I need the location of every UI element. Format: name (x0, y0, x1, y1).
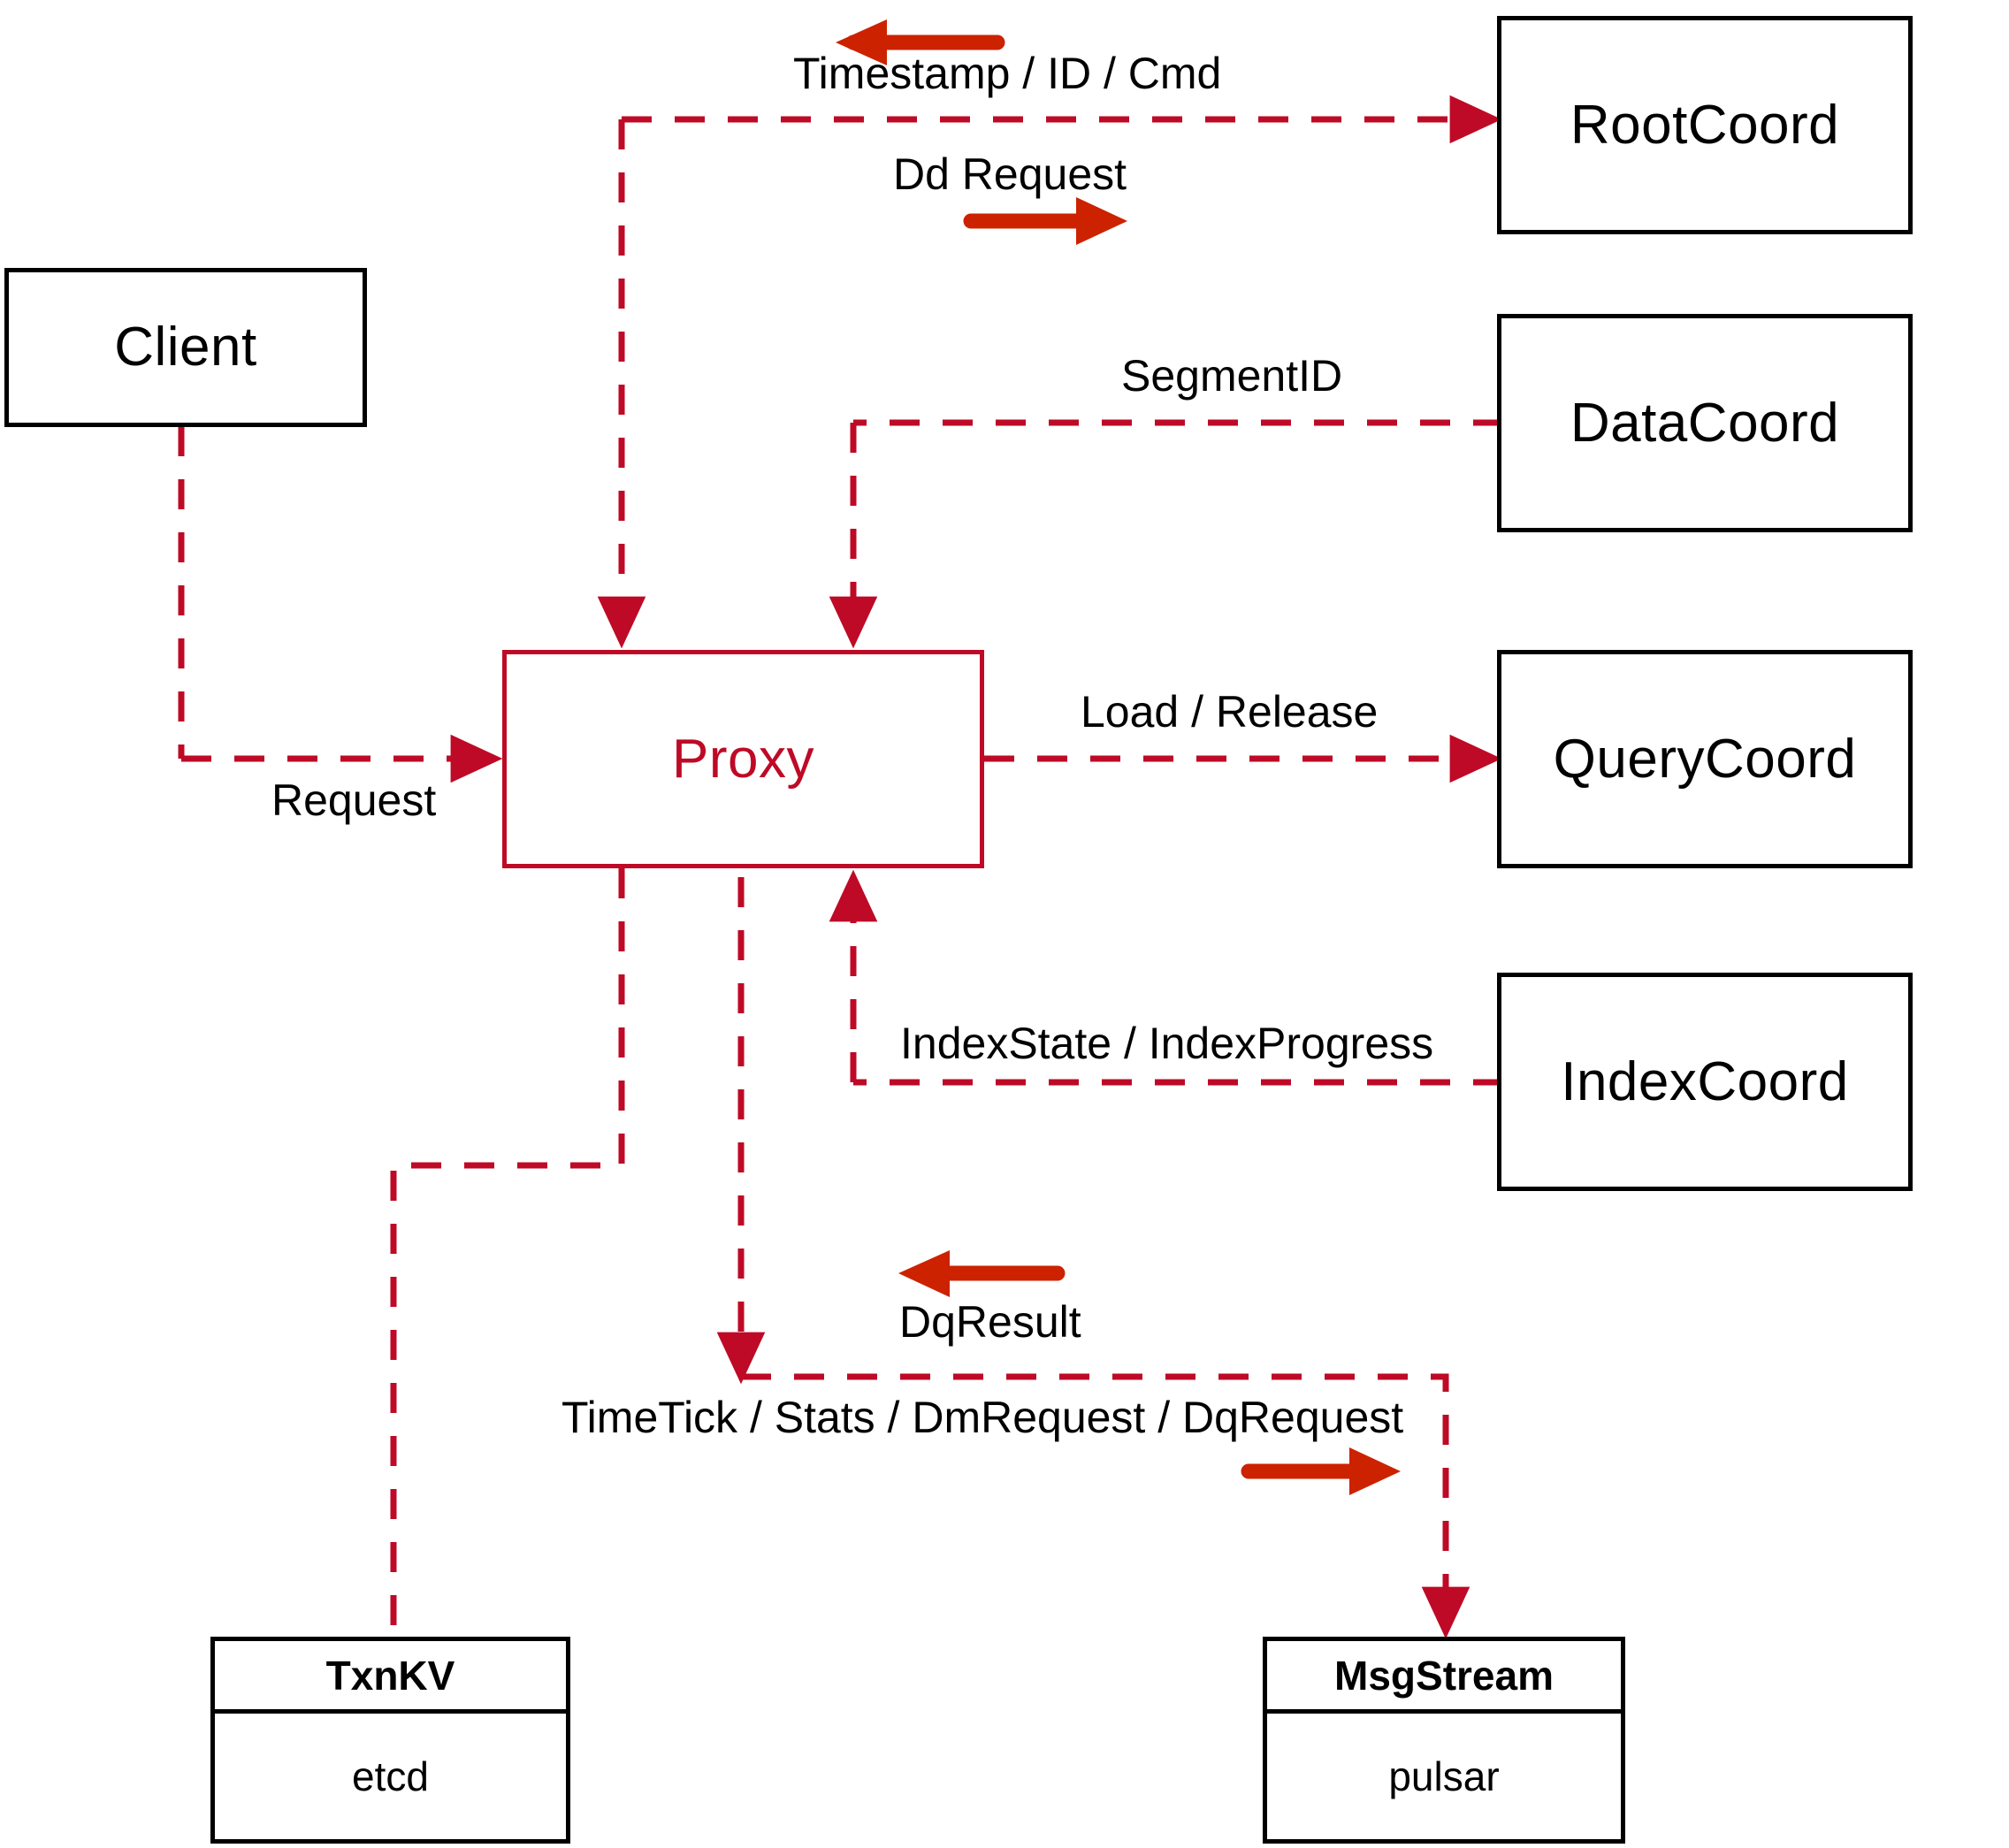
direction-arrow-timestamp-left (836, 19, 1005, 65)
edge-label-dq-result: DqResult (899, 1300, 1081, 1344)
edge-label-timestamp-id-cmd: Timestamp / ID / Cmd (793, 51, 1221, 95)
edge-label-timetick-stats-dm-dq: TimeTick / Stats / DmRequest / DqRequest (561, 1395, 1403, 1439)
node-msgstream-header: MsgStream (1267, 1641, 1621, 1714)
node-txnkv-header: TxnKV (215, 1641, 566, 1714)
edge-label-index-state-progress: IndexState / IndexProgress (900, 1021, 1433, 1065)
edge-label-dd-request-text: Dd Request (893, 149, 1127, 199)
node-querycoord-label: QueryCoord (1553, 728, 1857, 790)
node-client-label: Client (114, 317, 257, 378)
direction-arrow-dqrequest-right (1241, 1447, 1401, 1495)
edge-datacoord-proxy (829, 419, 1503, 649)
edge-label-timetick-stats-dm-dq-text: TimeTick / Stats / DmRequest / DqRequest (561, 1393, 1404, 1442)
edge-proxy-msgstream (716, 877, 1470, 1639)
edge-client-proxy (178, 426, 503, 783)
edge-label-index-state-progress-text: IndexState / IndexProgress (900, 1019, 1434, 1068)
node-txnkv-header-label: TxnKV (325, 1652, 455, 1699)
edge-proxy-rootcoord (597, 95, 1502, 649)
edge-label-dq-result-text: DqResult (899, 1297, 1081, 1347)
edge-label-segment-id-text: SegmentID (1121, 351, 1343, 401)
direction-arrow-ddrequest-right (963, 197, 1127, 245)
edge-label-load-release-text: Load / Release (1081, 687, 1379, 737)
direction-arrow-dqresult-left (898, 1250, 1066, 1297)
edge-label-dd-request: Dd Request (893, 152, 1127, 196)
node-client[interactable]: Client (4, 268, 367, 427)
node-datacoord[interactable]: DataCoord (1497, 314, 1913, 532)
edge-label-request-text: Request (271, 775, 437, 825)
node-msgstream-header-label: MsgStream (1334, 1652, 1554, 1699)
node-msgstream-body-label: pulsar (1388, 1753, 1500, 1799)
node-txnkv-body-label: etcd (352, 1753, 429, 1799)
node-rootcoord-label: RootCoord (1570, 94, 1840, 156)
node-proxy[interactable]: Proxy (502, 650, 984, 868)
edge-label-timestamp-id-cmd-text: Timestamp / ID / Cmd (793, 49, 1222, 98)
node-txnkv-body: etcd (215, 1714, 566, 1839)
node-indexcoord-label: IndexCoord (1561, 1050, 1849, 1112)
node-msgstream[interactable]: MsgStream pulsar (1263, 1637, 1625, 1844)
edge-label-segment-id: SegmentID (1121, 354, 1342, 398)
node-proxy-label: Proxy (672, 728, 814, 790)
node-rootcoord[interactable]: RootCoord (1497, 16, 1913, 234)
node-msgstream-body: pulsar (1267, 1714, 1621, 1839)
edge-proxy-txnkv (390, 868, 625, 1637)
node-txnkv[interactable]: TxnKV etcd (210, 1637, 570, 1844)
edge-indexcoord-proxy (829, 869, 1503, 1086)
edge-label-request: Request (271, 778, 436, 822)
node-indexcoord[interactable]: IndexCoord (1497, 973, 1913, 1191)
node-datacoord-label: DataCoord (1570, 392, 1840, 454)
node-querycoord[interactable]: QueryCoord (1497, 650, 1913, 868)
edge-label-load-release: Load / Release (1081, 690, 1378, 734)
